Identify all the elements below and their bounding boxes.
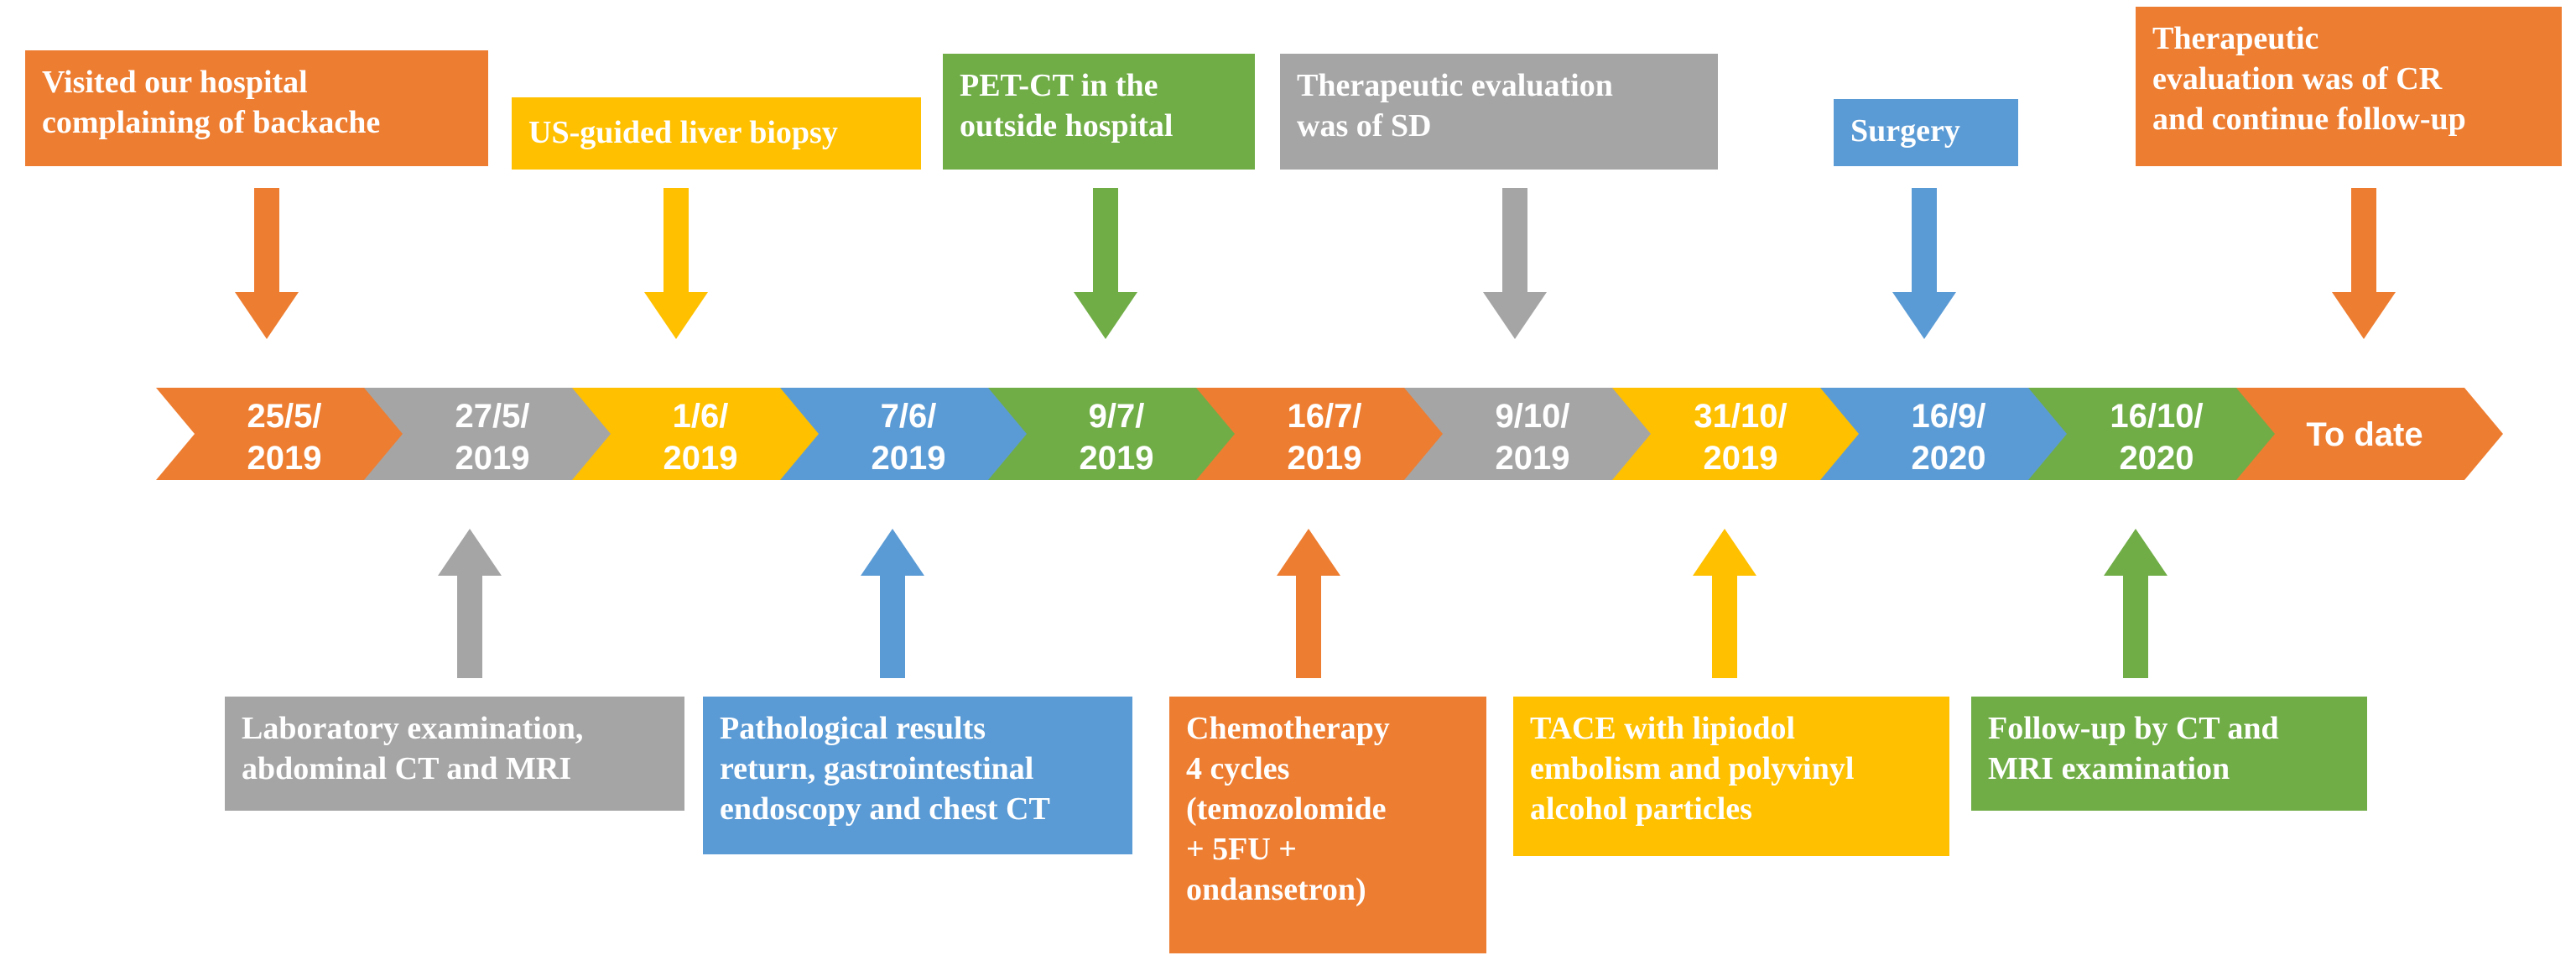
date-label: 2019 <box>247 440 322 477</box>
date-label: 1/6/ <box>673 398 729 435</box>
event-box-above-4: Surgery <box>1834 99 2018 166</box>
date-label: 16/9/ <box>1912 398 1986 435</box>
date-label: 2019 <box>1288 440 1362 477</box>
date-label: 31/10/ <box>1694 398 1787 435</box>
up-arrow-3 <box>1693 529 1756 678</box>
up-arrow-1 <box>861 529 924 678</box>
date-label: 2020 <box>1912 440 1986 477</box>
down-arrow-5 <box>2332 188 2396 339</box>
date-label: 2019 <box>664 440 738 477</box>
date-label: 2019 <box>455 440 530 477</box>
date-label: 7/6/ <box>881 398 937 435</box>
date-chevrons: 25/5/2019 27/5/2019 1/6/2019 7/6/2019 9/7/20… <box>156 388 2503 480</box>
date-chevron-0 <box>156 388 423 480</box>
date-label: 2019 <box>1080 440 1154 477</box>
down-arrow-3 <box>1483 188 1547 339</box>
date-chevron-6 <box>1404 388 1671 480</box>
date-chevron-4 <box>988 388 1255 480</box>
event-box-below-4: Follow-up by CT and MRI examination <box>1971 697 2367 811</box>
date-label: 27/5/ <box>455 398 530 435</box>
date-label: To date <box>2306 416 2422 453</box>
event-box-above-0: Visited our hospital complaining of back… <box>25 50 488 166</box>
date-label: 16/7/ <box>1288 398 1362 435</box>
event-box-below-0: Laboratory examination, abdominal CT and… <box>225 697 684 811</box>
date-label: 9/10/ <box>1496 398 1570 435</box>
date-label: 25/5/ <box>247 398 322 435</box>
date-chevron-3 <box>780 388 1047 480</box>
down-arrow-0 <box>235 188 299 339</box>
down-arrow-1 <box>644 188 708 339</box>
date-label: 2019 <box>872 440 946 477</box>
date-label: 2020 <box>2120 440 2194 477</box>
date-label: 2019 <box>1496 440 1570 477</box>
event-box-below-2: Chemotherapy 4 cycles (temozolomide + 5F… <box>1169 697 1486 953</box>
date-chevron-10 <box>2236 388 2503 480</box>
event-arrows <box>235 188 2396 678</box>
date-label: 9/7/ <box>1089 398 1145 435</box>
down-arrow-2 <box>1074 188 1137 339</box>
date-chevron-9 <box>2028 388 2295 480</box>
date-chevron-7 <box>1612 388 1879 480</box>
date-chevron-8 <box>1820 388 2087 480</box>
date-chevron-2 <box>572 388 839 480</box>
event-box-above-5: Therapeutic evaluation was of CR and con… <box>2136 7 2562 166</box>
date-chevron-5 <box>1196 388 1463 480</box>
up-arrow-0 <box>438 529 502 678</box>
up-arrow-2 <box>1277 529 1340 678</box>
down-arrow-4 <box>1892 188 1956 339</box>
date-label: 2019 <box>1704 440 1778 477</box>
date-chevron-1 <box>364 388 631 480</box>
event-box-below-1: Pathological results return, gastrointes… <box>703 697 1132 854</box>
event-box-above-3: Therapeutic evaluation was of SD <box>1280 54 1718 170</box>
event-box-above-2: PET-CT in the outside hospital <box>943 54 1255 170</box>
date-label: 16/10/ <box>2110 398 2203 435</box>
event-box-above-1: US-guided liver biopsy <box>512 97 921 170</box>
up-arrow-4 <box>2104 529 2167 678</box>
event-box-below-3: TACE with lipiodol embolism and polyviny… <box>1513 697 1949 856</box>
